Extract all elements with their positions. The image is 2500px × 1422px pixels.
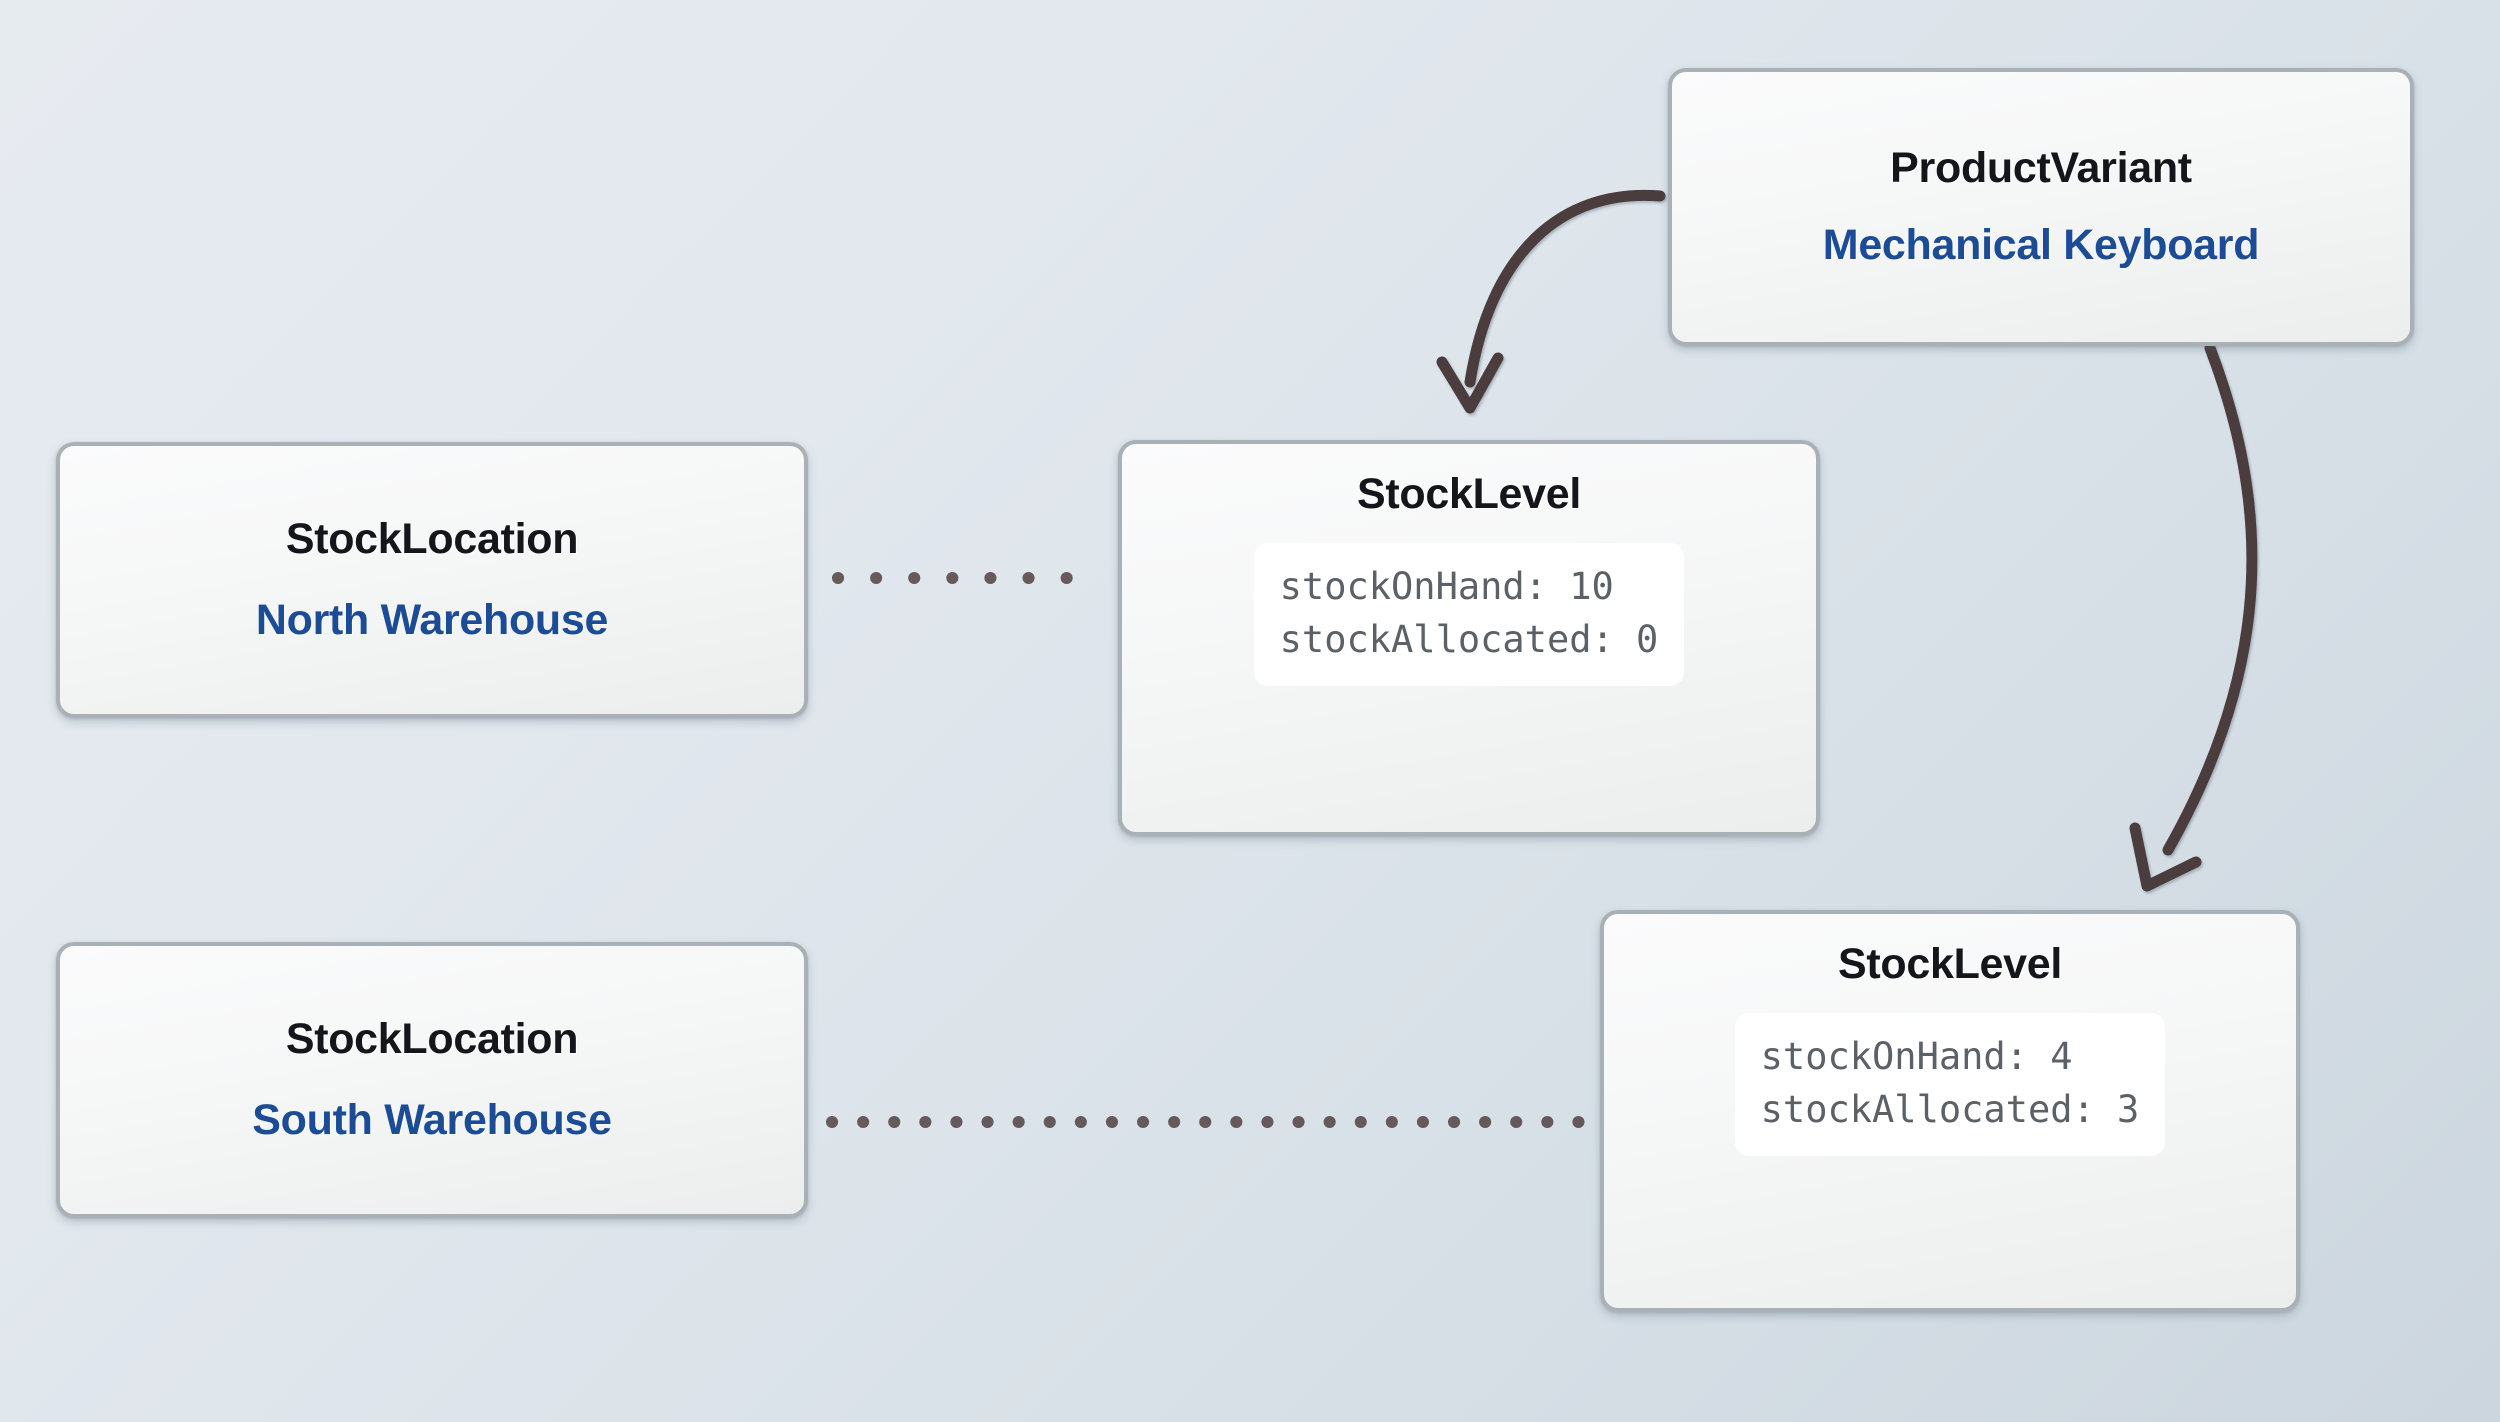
- node-stock-location-north-type: StockLocation: [285, 515, 579, 563]
- node-stock-location-north-name: North Warehouse: [255, 596, 609, 644]
- node-stock-location-south-type: StockLocation: [285, 1015, 579, 1063]
- node-stock-level-south[interactable]: StockLevel stockOnHand: 4 stockAllocated…: [1600, 910, 2300, 1312]
- node-product-variant[interactable]: ProductVariant Mechanical Keyboard: [1668, 68, 2414, 346]
- node-product-variant-type: ProductVariant: [1890, 144, 2192, 192]
- node-product-variant-name: Mechanical Keyboard: [1822, 221, 2260, 269]
- node-stock-location-south[interactable]: StockLocation South Warehouse: [56, 942, 808, 1218]
- node-stock-level-north-type: StockLevel: [1356, 470, 1582, 518]
- node-stock-location-south-name: South Warehouse: [252, 1096, 612, 1144]
- field-stock-on-hand: stockOnHand: 4: [1760, 1035, 2073, 1078]
- field-stock-allocated: stockAllocated: 3: [1760, 1087, 2140, 1131]
- field-stock-on-hand: stockOnHand: 10: [1279, 565, 1614, 608]
- edge-variant-to-stocklevel-south: [2129, 342, 2258, 892]
- field-stock-allocated: stockAllocated: 0: [1279, 617, 1659, 661]
- node-stock-location-north[interactable]: StockLocation North Warehouse: [56, 442, 808, 718]
- edge-variant-to-stocklevel-north: [1436, 189, 1666, 414]
- node-stock-level-south-fields: stockOnHand: 4 stockAllocated: 3: [1734, 1013, 2166, 1157]
- node-stock-level-south-type: StockLevel: [1837, 940, 2063, 988]
- node-stock-level-north-fields: stockOnHand: 10 stockAllocated: 0: [1253, 543, 1685, 687]
- node-stock-level-north[interactable]: StockLevel stockOnHand: 10 stockAllocate…: [1118, 440, 1820, 836]
